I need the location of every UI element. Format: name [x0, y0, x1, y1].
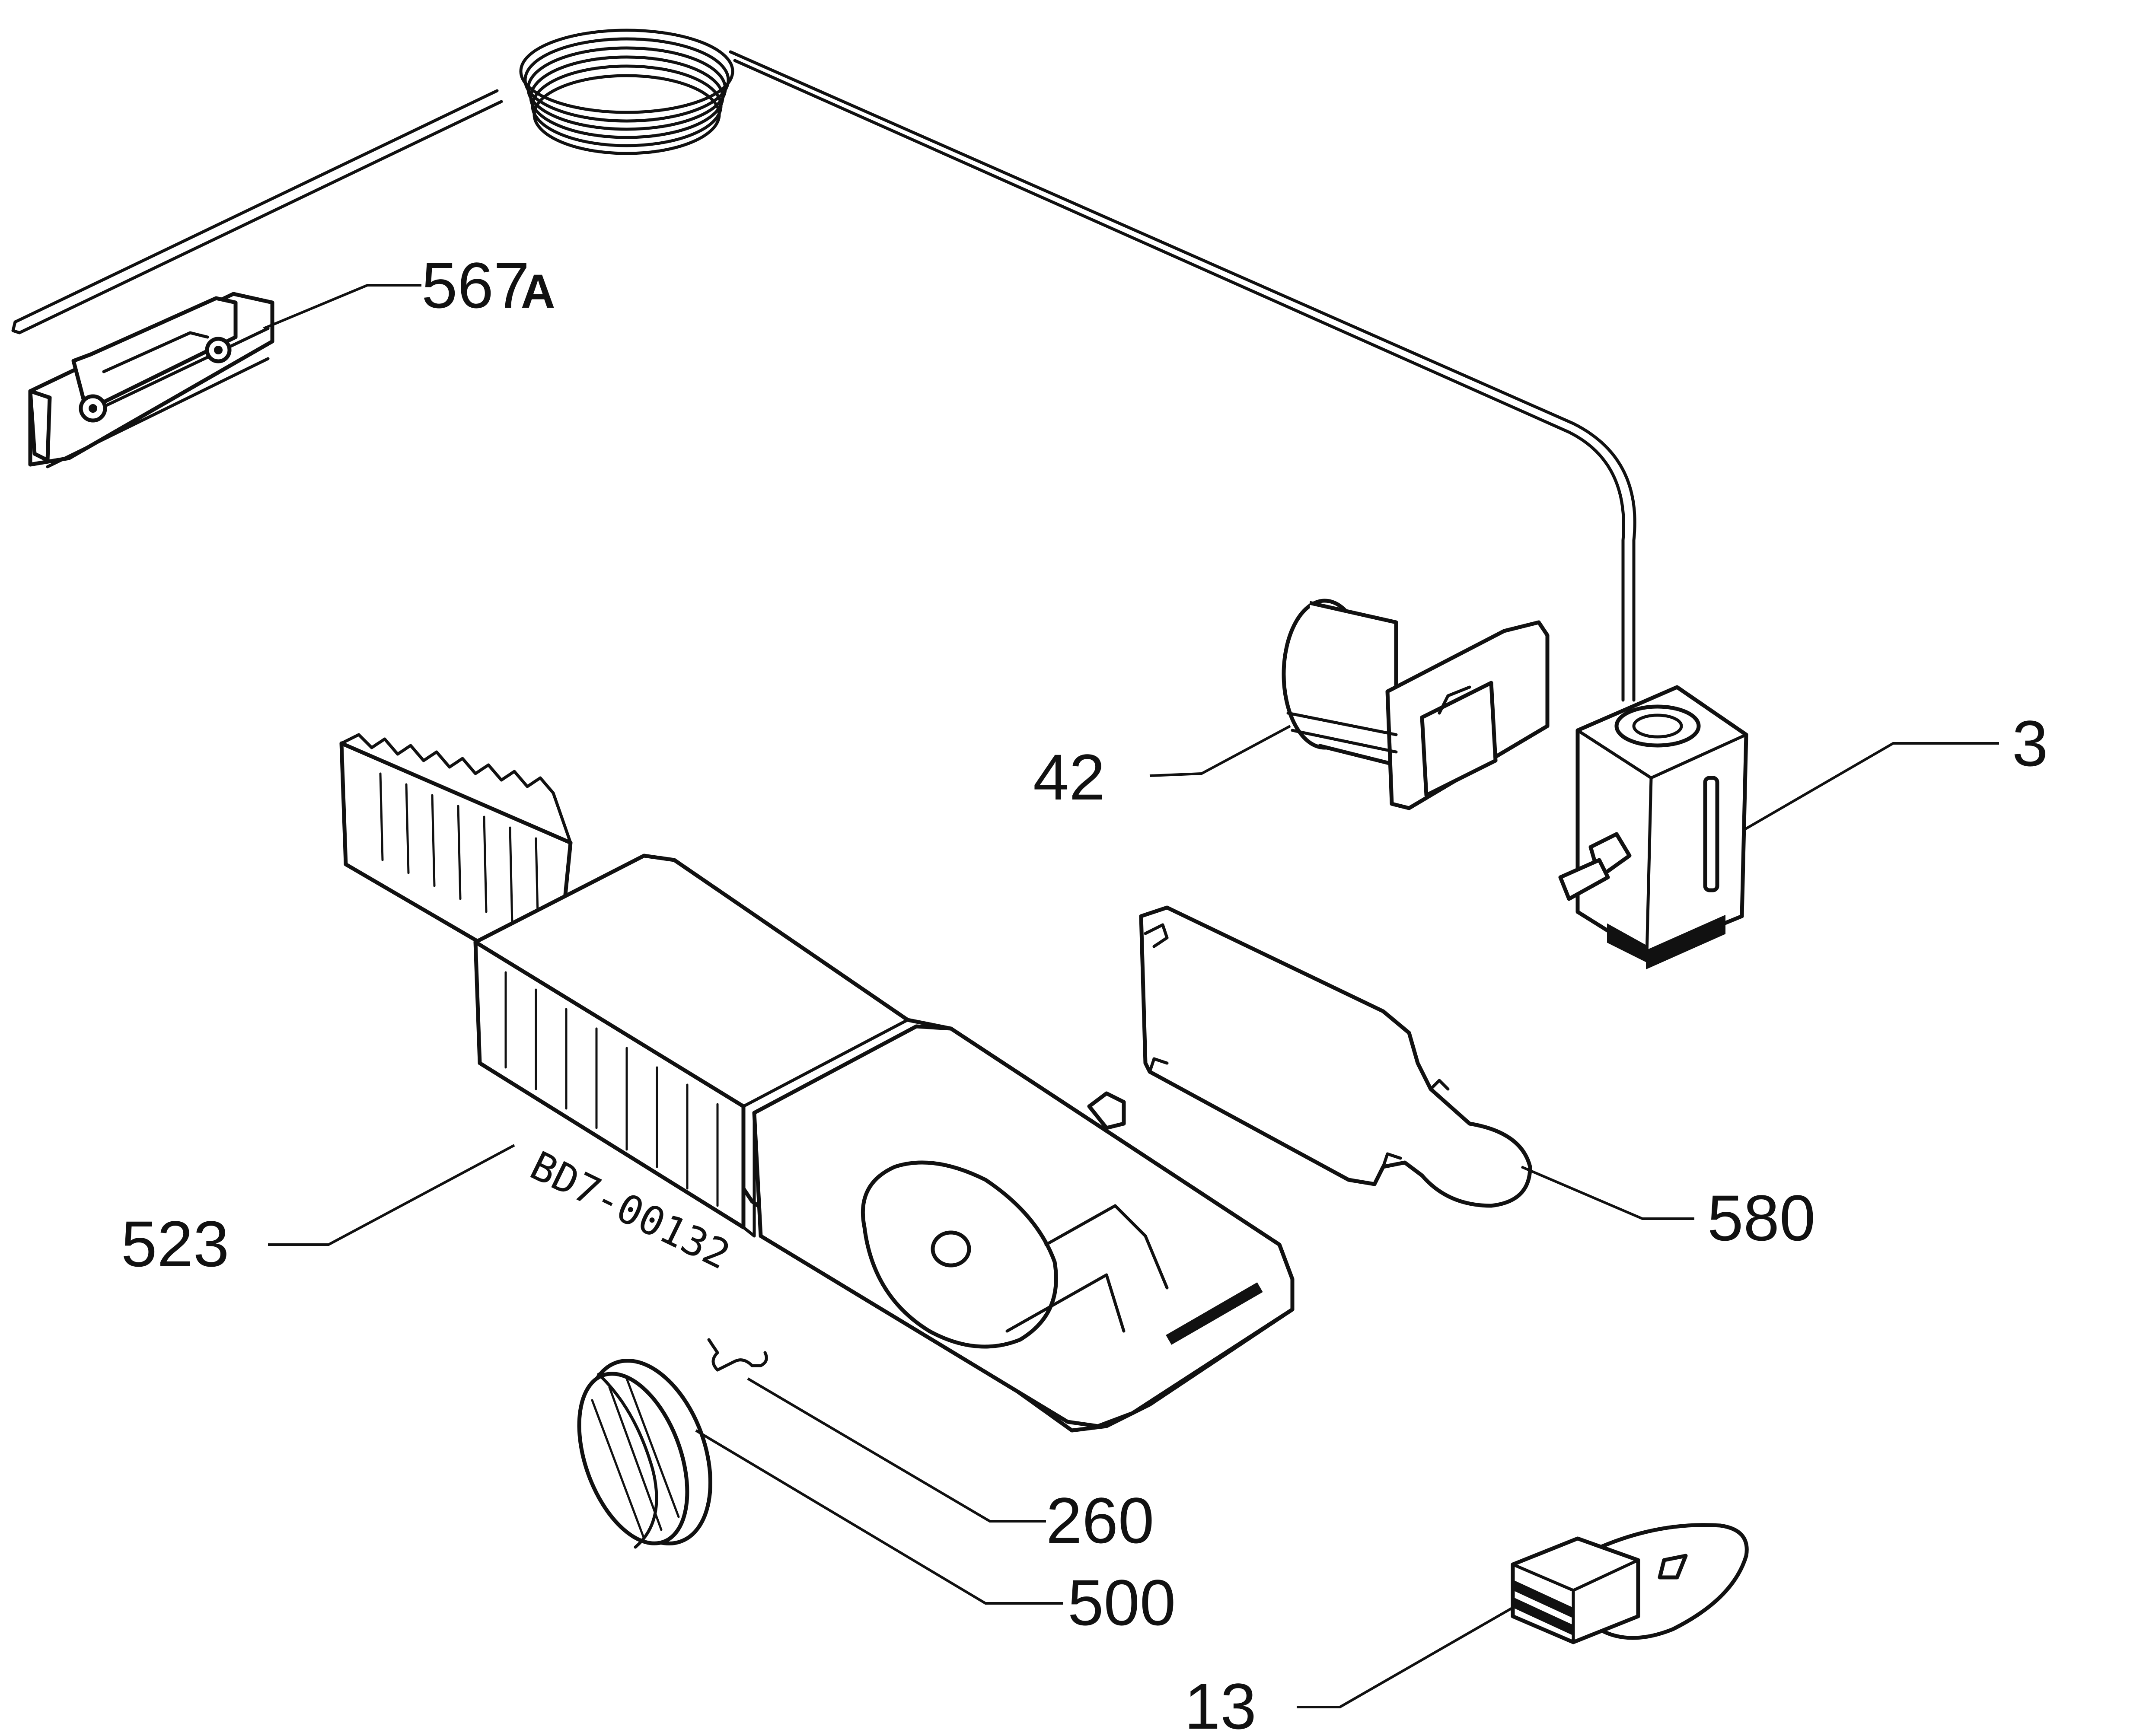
- callout-523: 523: [121, 1207, 229, 1280]
- part-42-lamp-holder: [1282, 599, 1550, 810]
- part-567a-clip: [28, 292, 274, 468]
- part-260-spring-clip: [707, 1338, 768, 1372]
- callout-13: 13: [1184, 1670, 1256, 1736]
- callout-260: 260: [1046, 1484, 1154, 1557]
- callout-3: 3: [2012, 707, 2048, 780]
- callout-567-number: 567: [421, 249, 529, 322]
- part-13-pushbutton: [1511, 1523, 1749, 1644]
- callout-580: 580: [1707, 1182, 1815, 1254]
- part-500-knob: [577, 1359, 712, 1549]
- callout-42: 42: [1033, 741, 1105, 813]
- part-3-thermostat: [1558, 685, 1748, 970]
- callout-567-suffix: A: [521, 265, 555, 318]
- part-580-plate: [1139, 905, 1532, 1208]
- callout-500: 500: [1068, 1566, 1176, 1639]
- capillary-tube: [11, 29, 1636, 702]
- capillary-coil: [519, 29, 734, 155]
- part-523-control-housing: BD7-00132: [339, 733, 1295, 1433]
